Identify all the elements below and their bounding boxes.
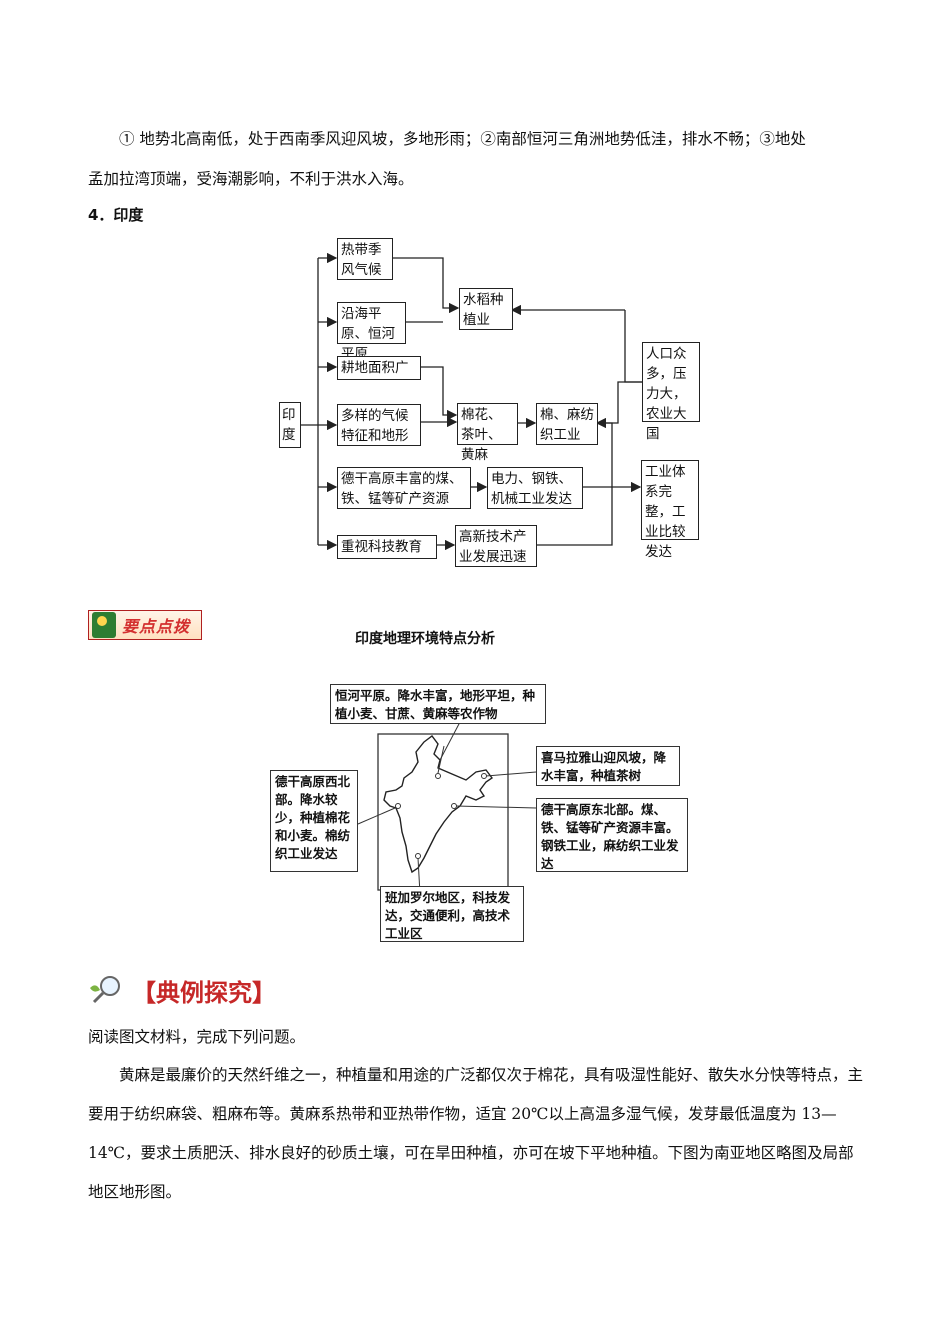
badge-label: 要点点拨 [122, 617, 191, 636]
question-intro: 阅读图文材料，完成下列问题。 [88, 1028, 306, 1046]
annotation-bangalore: 班加罗尔地区，科技发达，交通便利，高技术工业区 [380, 886, 524, 942]
flow-crops: 棉花、茶叶、黄麻 [457, 403, 518, 463]
intro-line-2: 孟加拉湾顶端，受海潮影响，不利于洪水入海。 [88, 170, 414, 188]
flow-factor-education: 重视科技教育 [337, 535, 437, 559]
flow-factor-farmland: 耕地面积广 [337, 356, 421, 380]
section-heading: 4．印度 [88, 206, 144, 224]
annotation-ganges: 恒河平原。降水丰富，地形平坦，种植小麦、甘蔗、黄麻等农作物 [330, 684, 546, 724]
flow-factor-monsoon: 热带季风气候 [337, 238, 393, 280]
magnifier-icon [90, 976, 120, 1004]
annotation-himalaya: 喜马拉雅山迎风坡，降水丰富，种植茶树 [536, 746, 680, 786]
key-points-badge: 要点点拨 [88, 610, 202, 640]
annotation-deccan-ne: 德干高原东北部。煤、铁、锰等矿产资源丰富。钢铁工业，麻纺织工业发达 [536, 798, 688, 872]
flow-industrial-system: 工业体系完整，工业比较发达 [641, 460, 699, 560]
map-figure-title: 印度地理环境特点分析 [355, 631, 495, 647]
explore-title: 【典例探究】 [132, 978, 276, 1007]
flow-textile: 棉、麻纺织工业 [536, 403, 598, 445]
explore-header: 【典例探究】 [88, 972, 276, 1008]
jute-paragraph: 黄麻是最廉价的天然纤维之一，种植量和用途的广泛都仅次于棉花，具有吸湿性能好、散失… [88, 1066, 864, 1201]
flow-factor-climate-terrain: 多样的气候特征和地形 [337, 404, 421, 446]
flow-population: 人口众多，压力大，农业大国 [642, 342, 700, 442]
india-outline [383, 735, 494, 874]
flow-root-india: 印度 [279, 402, 301, 448]
flow-rice: 水稻种植业 [459, 288, 513, 330]
flow-factor-plains: 沿海平原、恒河平原 [337, 302, 406, 362]
annotation-deccan-nw: 德干高原西北部。降水较少，种植棉花和小麦。棉纺织工业发达 [270, 770, 358, 872]
teacher-icon [92, 612, 116, 638]
intro-line-1: ① 地势北高南低，处于西南季风迎风坡，多地形雨；②南部恒河三角洲地势低洼，排水不… [119, 130, 806, 148]
flow-heavy-industry: 电力、钢铁、机械工业发达 [487, 467, 583, 509]
flow-factor-minerals: 德干高原丰富的煤、铁、锰等矿产资源 [337, 467, 471, 509]
flow-hitech: 高新技术产业发展迅速 [455, 525, 537, 567]
